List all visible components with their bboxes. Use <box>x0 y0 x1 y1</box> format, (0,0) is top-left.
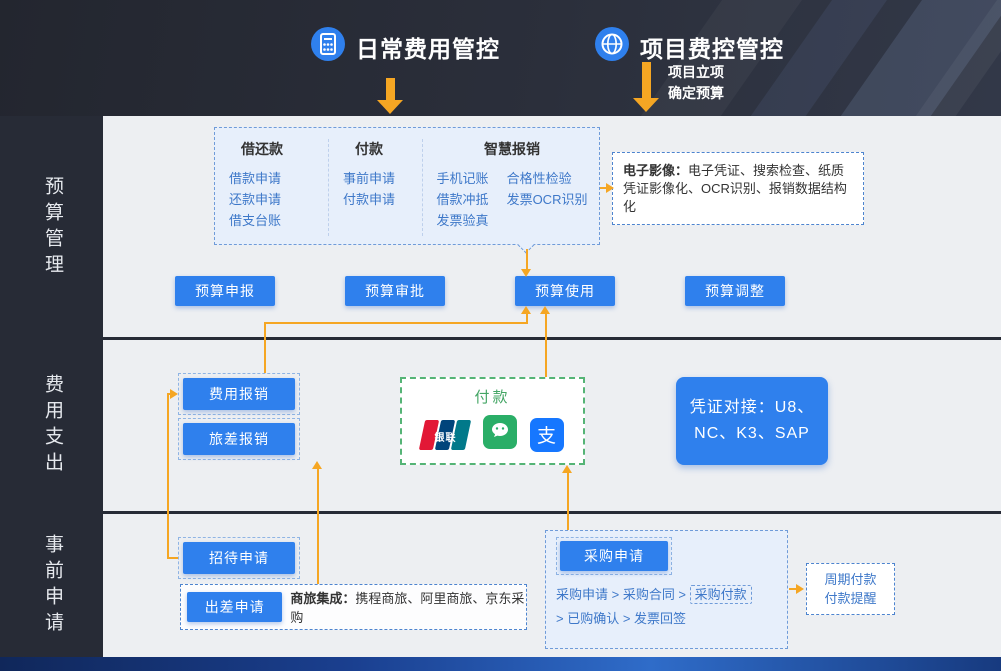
alipay-glyph: 支 <box>536 426 556 447</box>
purchase-flow-text: 采购申请 > 采购合同 > 采购付款 > 已购确认 > 发票回签 <box>556 583 777 631</box>
purchase-apply-button: 采购申请 <box>560 541 668 571</box>
arrow-head <box>312 461 322 469</box>
arrow-head <box>170 389 178 399</box>
project-control-title: 项目费控管控 <box>640 35 784 62</box>
expense-reimburse-wrap: 费用报销 <box>178 373 300 415</box>
budget-declare-button: 预算申报 <box>175 276 275 306</box>
arrow-shaft <box>642 62 651 98</box>
arrow-shaft <box>167 557 178 559</box>
purchase-flow-highlight: 采购付款 <box>689 585 752 604</box>
list-item: 发票验真 <box>436 213 489 228</box>
payment-title: 付款 <box>474 389 511 406</box>
smart-reimburse-column: 智慧报销 手机记账 借款冲抵 发票验真 合格性检验 发票OCR识别 <box>423 139 591 236</box>
arrow-shaft <box>545 314 547 377</box>
unionpay-icon: 银联 <box>418 419 471 450</box>
list-item: 还款申请 <box>229 192 282 207</box>
payment-column-title: 付款 <box>355 141 383 157</box>
arrow-head <box>562 465 572 473</box>
list-item: 发票OCR识别 <box>506 192 588 207</box>
arrow-shaft <box>567 473 569 530</box>
project-sub-step-2: 确定预算 <box>668 85 724 101</box>
arrow-head <box>633 98 659 112</box>
cycle-payment-box: 周期付款 付款提醒 <box>806 563 895 615</box>
project-sub-steps: 项目立项 确定预算 <box>668 62 724 104</box>
expense-reimburse-button: 费用报销 <box>183 378 295 410</box>
e-image-text: 电子凭证、搜索检查、纸质凭证影像化、OCR识别、报销数据结构化 <box>623 163 847 214</box>
travel-integration-text: 商旅集成：携程商旅、阿里商旅、京东采购 <box>290 588 526 626</box>
budget-feature-box: 借还款 借款申请 还款申请 借支台账 付款 事前申请 付款申请 智慧报销 手机记… <box>214 127 600 245</box>
arrow-shaft <box>789 588 798 590</box>
alipay-icon: 支 <box>529 417 564 452</box>
list-item: 借支台账 <box>229 213 282 228</box>
budget-adjust-button: 预算调整 <box>685 276 785 306</box>
reception-apply-wrap: 招待申请 <box>178 537 300 579</box>
header-band: 日常费用管控 项目费控管控 项目立项 确定预算 <box>0 0 1001 116</box>
purchase-box: 采购申请 采购申请 > 采购合同 > 采购付款 > 已购确认 > 发票回签 <box>545 530 788 649</box>
cycle-payment-line-1: 周期付款 <box>824 572 877 587</box>
arrow-head <box>377 100 403 114</box>
arrow-head <box>796 584 804 594</box>
arrow-head <box>521 306 531 314</box>
travel-reimburse-button: 旅差报销 <box>183 423 295 455</box>
arrow-head <box>521 269 531 277</box>
budget-approve-button: 预算审批 <box>345 276 445 306</box>
project-control-icon <box>594 26 630 67</box>
voucher-connect-box: 凭证对接：U8、 NC、K3、SAP <box>676 377 828 465</box>
list-item: 合格性检验 <box>506 171 572 186</box>
smart-reimburse-title: 智慧报销 <box>484 141 540 157</box>
smart-reimburse-left-list: 手机记账 借款冲抵 发票验真 <box>437 168 489 231</box>
arrow-shaft <box>526 249 528 270</box>
arrow-shaft <box>264 322 266 373</box>
arrow-head <box>540 306 550 314</box>
e-image-label: 电子影像： <box>623 163 689 178</box>
travel-reimburse-wrap: 旅差报销 <box>178 418 300 460</box>
sidebar-label-preapply: 事前申请 <box>42 534 63 638</box>
travel-integration-label: 商旅集成： <box>290 591 356 606</box>
daily-expense-title: 日常费用管控 <box>356 35 500 62</box>
arrow-shaft <box>264 322 528 324</box>
wechat-pay-icon <box>482 415 517 454</box>
arrow-shaft <box>526 314 528 324</box>
borrow-repay-column: 借还款 借款申请 还款申请 借支台账 <box>229 139 329 236</box>
list-item: 借款申请 <box>229 171 282 186</box>
reception-apply-button: 招待申请 <box>183 542 295 574</box>
payment-column: 付款 事前申请 付款申请 <box>329 139 423 236</box>
arrow-shaft <box>167 394 169 559</box>
business-travel-box: 出差申请 商旅集成：携程商旅、阿里商旅、京东采购 <box>180 584 527 630</box>
arrow-shaft <box>386 78 395 100</box>
e-image-box: 电子影像：电子凭证、搜索检查、纸质凭证影像化、OCR识别、报销数据结构化 <box>612 152 864 225</box>
list-item: 借款冲抵 <box>436 192 489 207</box>
purchase-flow-line-1: 采购申请 > 采购合同 > 采购付款 <box>556 583 777 607</box>
voucher-line-2: NC、K3、SAP <box>694 425 810 442</box>
arrow-shaft <box>317 469 319 584</box>
purchase-flow-line-2: > 已购确认 > 发票回签 <box>556 611 687 626</box>
arrow-head <box>606 183 614 193</box>
arrow-shaft <box>600 187 607 189</box>
budget-use-button: 预算使用 <box>515 276 615 306</box>
unionpay-label: 银联 <box>434 432 457 444</box>
project-sub-step-1: 项目立项 <box>668 64 724 80</box>
list-item: 付款申请 <box>343 192 396 207</box>
list-item: 手机记账 <box>436 171 489 186</box>
daily-expense-icon <box>310 26 346 67</box>
sidebar-label-expense: 费用支出 <box>42 374 63 478</box>
borrow-repay-title: 借还款 <box>241 141 283 157</box>
cycle-payment-line-2: 付款提醒 <box>824 591 877 606</box>
payment-box: 付款 银联 支 <box>400 377 585 465</box>
project-control-header: 项目费控管控 <box>594 26 784 67</box>
trip-apply-button: 出差申请 <box>187 592 283 622</box>
travel-integration-vendors: 携程商旅、阿里商旅、京东采购 <box>290 591 525 625</box>
daily-expense-header: 日常费用管控 <box>310 26 500 67</box>
purchase-flow-pre: 采购申请 > 采购合同 > <box>556 587 687 602</box>
purchase-apply-wrap: 采购申请 <box>556 537 672 575</box>
smart-reimburse-right-list: 合格性检验 发票OCR识别 <box>507 168 588 231</box>
arrow-shaft <box>167 393 171 395</box>
voucher-line-1: 凭证对接：U8、 <box>689 399 815 416</box>
bottom-accent-bar <box>0 657 1001 671</box>
sidebar-label-budget: 预算管理 <box>42 176 63 280</box>
list-item: 事前申请 <box>343 171 396 186</box>
